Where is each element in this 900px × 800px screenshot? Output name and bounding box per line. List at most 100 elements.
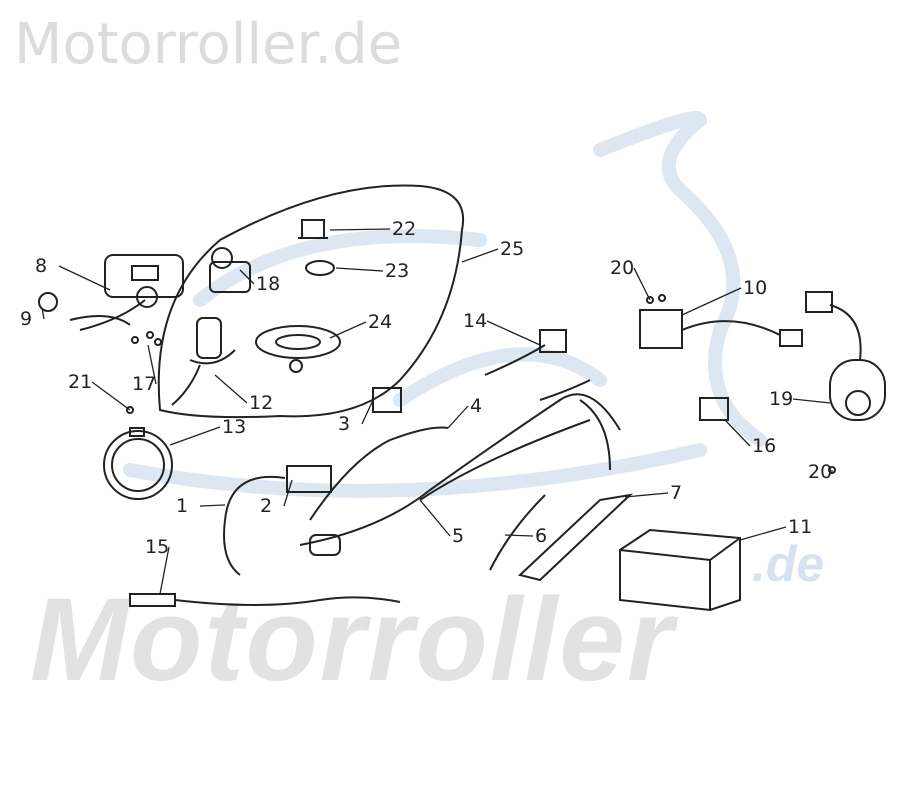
washer-23 [305, 260, 335, 276]
cable-15 [174, 596, 401, 606]
screw-17 [146, 331, 154, 339]
callout-2: 2 [260, 495, 272, 517]
callout-12: 12 [249, 392, 273, 414]
speedometer-dial [136, 286, 158, 308]
screw-20 [828, 466, 836, 474]
watermark-top: Motorroller.de [14, 12, 403, 77]
switch-12-wires [171, 349, 236, 406]
leader-line [58, 265, 111, 291]
ring-9 [38, 292, 58, 312]
screw-21 [126, 406, 134, 414]
callout-3: 3 [338, 413, 350, 435]
callout-6: 6 [535, 525, 547, 547]
cable-15-sleeve [129, 593, 176, 607]
leader-line [633, 267, 651, 301]
leader-line [739, 526, 787, 541]
speedometer-display [131, 265, 159, 281]
strap-7 [517, 493, 634, 582]
leader-line [335, 267, 384, 272]
callout-18: 18 [256, 273, 280, 295]
screw-20 [658, 294, 666, 302]
watermark-de: .de [752, 536, 825, 592]
leader-line [169, 426, 221, 446]
screw-17 [131, 336, 139, 344]
regulator-10-wire [681, 320, 781, 336]
leader-line [361, 399, 374, 425]
callout-20: 20 [808, 461, 832, 483]
switch-19 [829, 359, 886, 421]
cable-1 [223, 475, 286, 576]
switch-19-keyhole [845, 390, 871, 416]
switch-19-plug [805, 291, 833, 313]
cover-24-knob [289, 359, 303, 373]
callout-9: 9 [20, 308, 32, 330]
leader-line [792, 398, 831, 404]
screw-20 [646, 296, 654, 304]
callout-14: 14 [463, 310, 487, 332]
leader-line [147, 344, 157, 385]
callout-21: 21 [68, 371, 92, 393]
leader-line [486, 320, 541, 346]
cap-22 [298, 219, 328, 239]
regulator-10 [639, 309, 683, 349]
cover-24 [255, 325, 341, 359]
cable-4 [309, 426, 449, 521]
callout-10: 10 [743, 277, 767, 299]
leader-line [214, 374, 248, 404]
callout-19: 19 [769, 388, 793, 410]
relay-16 [699, 397, 729, 421]
leader-line [329, 228, 391, 231]
harness-5-connector [309, 534, 341, 556]
harness-5 [299, 379, 621, 546]
callout-24: 24 [368, 311, 392, 333]
callout-13: 13 [222, 416, 246, 438]
leader-line [159, 546, 170, 595]
horn-13-inner [111, 438, 165, 492]
callout-7: 7 [670, 482, 682, 504]
leader-lines [41, 228, 833, 595]
panel-25 [157, 184, 465, 419]
screw-17 [154, 338, 162, 346]
leader-line [447, 405, 469, 429]
callout-8: 8 [35, 255, 47, 277]
battery-11 [619, 528, 741, 612]
speedometer-cable [69, 299, 146, 331]
leader-line [724, 419, 751, 447]
speedometer-8 [104, 254, 184, 298]
leader-line [624, 492, 669, 498]
switch-12 [196, 317, 222, 359]
callout-5: 5 [452, 525, 464, 547]
leader-line [283, 479, 293, 507]
regulator-10-plug [779, 329, 803, 347]
leader-line [329, 321, 367, 339]
leader-line [461, 248, 499, 263]
callout-15: 15 [145, 536, 169, 558]
leader-line [681, 287, 742, 316]
callout-20: 20 [610, 257, 634, 279]
leader-line [419, 499, 451, 537]
leader-line [91, 381, 131, 411]
flasher-14 [539, 329, 567, 353]
horn-13-bracket [129, 427, 145, 437]
horn-13 [103, 430, 173, 500]
callout-4: 4 [470, 395, 482, 417]
leader-line [199, 504, 226, 507]
watermark-bottom: Motorroller [30, 574, 675, 706]
callout-16: 16 [752, 435, 776, 457]
coil-2 [286, 465, 332, 493]
callout-22: 22 [392, 218, 416, 240]
leader-line [239, 269, 255, 285]
callout-25: 25 [500, 238, 524, 260]
callout-23: 23 [385, 260, 409, 282]
cover-24-inner [275, 334, 321, 350]
switch-19-wire [829, 304, 862, 361]
lock-18 [209, 261, 251, 293]
lock-cylinder [211, 247, 233, 269]
leader-line [504, 534, 534, 537]
callout-17: 17 [132, 373, 156, 395]
flasher-14-wire [484, 344, 546, 376]
